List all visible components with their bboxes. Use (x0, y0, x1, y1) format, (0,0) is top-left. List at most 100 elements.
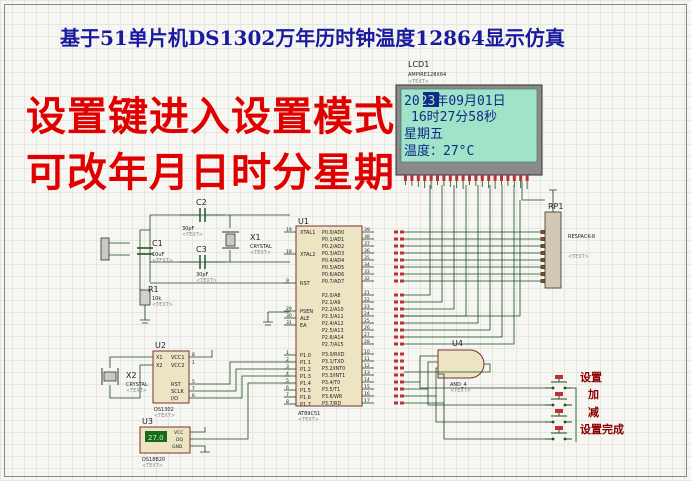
u1-pin-number: 30 (286, 313, 292, 319)
u1-pin-number: 36 (364, 248, 370, 254)
u2-pin-label: VCC1 (171, 355, 185, 361)
svg-text:DS1302: DS1302 (154, 407, 174, 413)
u1-pin-label: P2.3/A11 (322, 314, 344, 320)
u2-pin-number: 7 (192, 386, 195, 392)
u1-pin-label: P2.7/A15 (322, 342, 344, 348)
lcd-pin (461, 175, 465, 181)
resistor-r1: R1 10k <TEXT> (139, 285, 173, 308)
u1-pin-number: 27 (364, 332, 370, 338)
u1-pin-number: 28 (364, 339, 370, 345)
reset-button[interactable] (100, 237, 130, 261)
u2-pin-label: SCLK (171, 389, 184, 395)
u1-pin-number: 5 (286, 378, 289, 384)
lcd-pin (525, 175, 529, 181)
u1-pin-number: 18 (286, 249, 292, 255)
u1-pin-label: P1.2 (300, 367, 311, 373)
u2-to-u1-wires (189, 350, 290, 399)
push-button-2[interactable] (545, 392, 572, 407)
u1-pin-label: P1.7 (300, 402, 311, 408)
capacitor-c3: C3 30pF <TEXT> (196, 245, 217, 284)
svg-text:R1: R1 (148, 285, 159, 294)
svg-text:<TEXT>: <TEXT> (126, 388, 147, 394)
lcd-pin (448, 175, 452, 181)
u1-pin-label: P3.7/RD (322, 401, 341, 407)
p0-bus-wires (404, 185, 546, 345)
u1-pin-label: P0.2/AD2 (322, 244, 344, 250)
u1-pin-number: 35 (364, 255, 370, 261)
svg-text:<TEXT>: <TEXT> (196, 278, 217, 284)
lcd-line-date: 2023年09月01日 (404, 94, 506, 109)
svg-text:<TEXT>: <TEXT> (298, 417, 319, 423)
overlay-caption-line1: 设置键进入设置模式 (26, 94, 395, 140)
u1-pin-number: 32 (364, 276, 370, 282)
u2-pin-number: 5 (192, 379, 195, 385)
svg-text:CRYSTAL: CRYSTAL (250, 244, 272, 250)
capacitor-c2: C2 30pF <TEXT> (182, 198, 207, 238)
u1-pin-label: P3.6/WR (322, 394, 343, 400)
u1-pin-number: 6 (286, 385, 289, 391)
svg-text:<TEXT>: <TEXT> (142, 463, 163, 469)
svg-text:<TEXT>: <TEXT> (154, 413, 175, 419)
u2-pin-label: RST (171, 382, 182, 388)
u1-pin-label: P0.3/AD3 (322, 251, 344, 257)
lcd-pin (480, 175, 484, 181)
lcd-cursor-highlight (423, 92, 439, 107)
u1-pin-number: 9 (286, 278, 289, 284)
svg-text:GND: GND (172, 444, 183, 450)
lcd-ref: LCD1 (408, 60, 429, 69)
lcd-pin (416, 175, 420, 181)
overlay-caption-line2: 可改年月日时分星期 (26, 150, 395, 196)
lcd-pin-row (404, 175, 529, 181)
u2-pin-number: 6 (192, 393, 195, 399)
svg-text:X2: X2 (126, 371, 137, 380)
u1-pin-number: 14 (364, 377, 370, 383)
svg-text:CRYSTAL: CRYSTAL (126, 382, 148, 388)
lcd-date-prefix: 20 (404, 94, 420, 109)
lcd-pin (423, 175, 427, 181)
svg-text:X1: X1 (250, 233, 261, 242)
svg-text:10uF: 10uF (152, 252, 165, 258)
u3-reading: 27.0 (148, 434, 164, 442)
resistor-pack-rp1: RP1 RESPACK-8 <TEXT> (544, 189, 595, 289)
and-gate-u4: U4 AND_4 <TEXT> (437, 339, 485, 394)
u1-pin-label: P1.3 (300, 374, 311, 380)
svg-text:<TEXT>: <TEXT> (152, 302, 173, 308)
lcd-bus-wires (405, 181, 545, 201)
u1-pin-label: XTAL2 (300, 252, 315, 258)
lcd-line-week: 星期五 (404, 127, 443, 142)
push-button-4[interactable] (545, 426, 572, 441)
lcd-pin (519, 175, 523, 181)
u1-pin-number: 8 (286, 399, 289, 405)
svg-text:U3: U3 (142, 417, 153, 426)
lcd-pin (404, 175, 407, 181)
push-button-3[interactable] (545, 409, 572, 424)
lcd-part: AMPIRE128X64 (408, 72, 446, 78)
u1-pin-number: 24 (364, 311, 370, 317)
u1-pin-label: P3.1/TXD (322, 359, 344, 365)
u1-pin-label: P2.0/A8 (322, 293, 340, 299)
u2-pin-label: X1 (156, 355, 163, 361)
svg-text:<TEXT>: <TEXT> (568, 254, 589, 260)
u1-pin-number: 11 (364, 356, 370, 362)
temp-sensor-u3: U3 27.0 VCC DQ GND DS18B20 <TEXT> (139, 382, 290, 469)
u1-pin-number: 1 (286, 350, 289, 356)
u1-pin-label: P0.7/AD7 (322, 279, 344, 285)
svg-text:C2: C2 (196, 198, 207, 207)
push-button-1[interactable] (545, 375, 572, 390)
svg-text:<TEXT>: <TEXT> (450, 388, 471, 394)
u1-pin-number: 39 (364, 227, 370, 233)
lcd-display[interactable]: LCD1 AMPIRE128X64 <TEXT> 2023年09月01日 16时… (395, 60, 543, 181)
u1-pin-number: 26 (364, 325, 370, 331)
u1-pin-number: 12 (364, 363, 370, 369)
lcd-pin (512, 175, 516, 181)
u1-pin-label: P0.0/AD0 (322, 230, 344, 236)
u1-pin-number: 7 (286, 392, 289, 398)
lcd-pin (429, 175, 433, 181)
lcd-pin (506, 175, 510, 181)
lcd-date-rest: 年09月01日 (435, 94, 505, 109)
lcd-pin (487, 175, 491, 181)
u1-pin-number: 38 (364, 234, 370, 240)
svg-text:C3: C3 (196, 245, 207, 254)
